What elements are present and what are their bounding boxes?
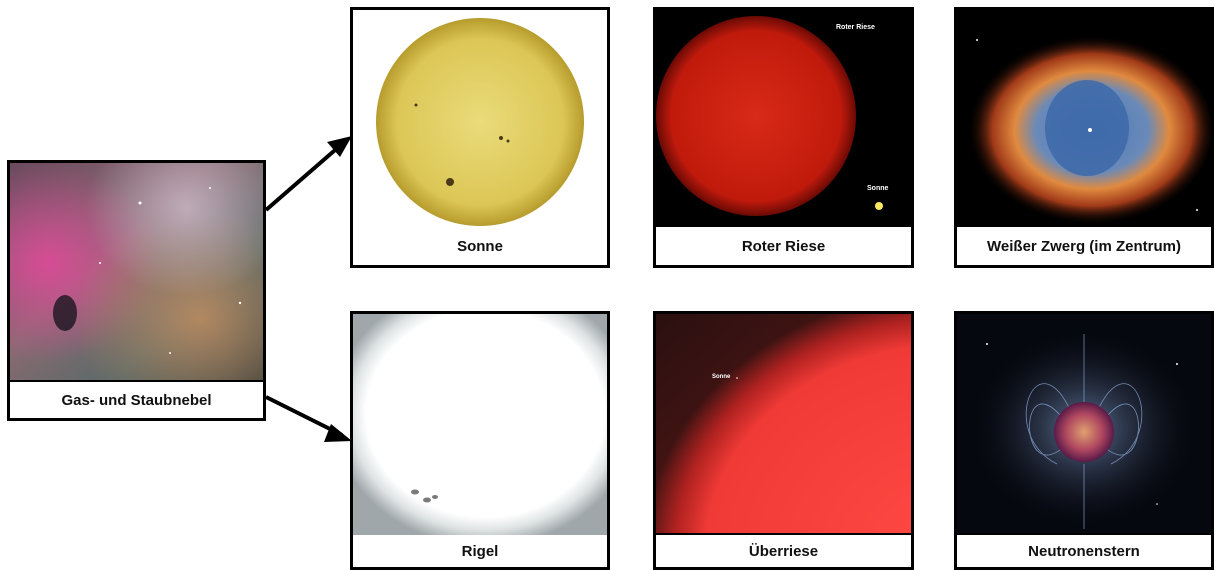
neutron-star-image: [957, 314, 1211, 535]
supergiant-sun-label: Sonne: [712, 374, 731, 380]
arrowhead-to-rigel: [324, 424, 352, 442]
arrowhead-to-sun: [327, 136, 352, 157]
white-dwarf-image: [957, 10, 1211, 230]
white-dwarf-card: Weißer Zwerg (im Zentrum): [954, 7, 1214, 268]
rigel-card: Rigel: [350, 311, 610, 570]
supergiant-card: Sonne Überriese: [653, 311, 914, 570]
sun-tiny-dot: [736, 377, 738, 379]
nebula-card: Gas- und Staubnebel: [7, 160, 266, 421]
supergiant-caption: Überriese: [656, 533, 911, 567]
white-dwarf-caption: Weißer Zwerg (im Zentrum): [957, 225, 1211, 265]
sun-small-dot: [875, 202, 883, 210]
arrow-to-sun: [264, 142, 344, 212]
sun-caption: Sonne: [353, 227, 607, 265]
nebula-caption: Gas- und Staubnebel: [10, 380, 263, 418]
sun-image: [353, 10, 607, 230]
rigel-image: [353, 314, 607, 535]
neutron-star-core: [1054, 402, 1114, 462]
red-giant-disk: [656, 16, 856, 216]
supergiant-image: Sonne: [656, 314, 911, 535]
red-giant-card: Roter Riese Sonne Roter Riese: [653, 7, 914, 268]
rigel-caption: Rigel: [353, 535, 607, 567]
sun-card: Sonne: [350, 7, 610, 268]
nebula-image: [10, 163, 263, 385]
sun-disk: [376, 18, 584, 226]
neutron-star-caption: Neutronenstern: [957, 533, 1211, 567]
red-giant-caption: Roter Riese: [656, 225, 911, 265]
neutron-star-card: Neutronenstern: [954, 311, 1214, 570]
red-giant-image: Roter Riese Sonne: [656, 10, 911, 230]
sun-overlay-label: Sonne: [867, 185, 889, 192]
red-giant-overlay-label: Roter Riese: [836, 24, 875, 31]
